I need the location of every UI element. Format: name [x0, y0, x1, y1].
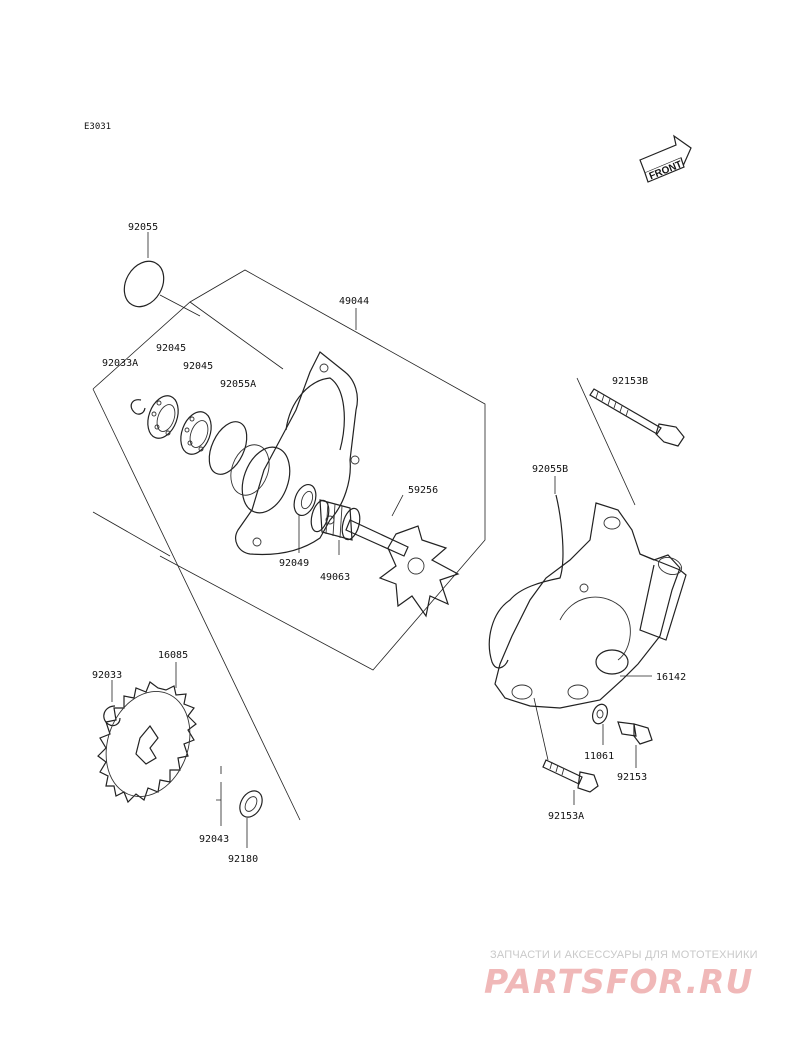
- label-92153B: 92153B: [612, 376, 648, 387]
- watermark-logo: PARTSFOR.RU: [484, 962, 754, 1001]
- impeller-59256: [345, 494, 460, 618]
- washer-11061: [591, 703, 609, 745]
- label-92055A: 92055A: [220, 379, 256, 390]
- washer-92180: [239, 790, 263, 848]
- label-92045-b: 92045: [183, 361, 213, 372]
- front-arrow-icon: FRONT: [639, 134, 692, 183]
- label-92153A: 92153A: [548, 811, 584, 822]
- bolt-92153B: [576, 377, 685, 506]
- label-92043: 92043: [199, 834, 229, 845]
- pump-cover-16142: [494, 502, 687, 761]
- bearing-92045-left: [147, 395, 179, 439]
- circlip-92033A: [130, 399, 146, 415]
- label-16142: 16142: [656, 672, 686, 683]
- pin-92043: [216, 766, 222, 826]
- seal-92049: [293, 483, 317, 553]
- label-92033A: 92033A: [102, 358, 138, 369]
- gasket-92055B: [488, 476, 564, 669]
- o-ring-92055A: [208, 421, 248, 475]
- label-49044: 49044: [339, 296, 369, 307]
- label-92033: 92033: [92, 670, 122, 681]
- mechanical-seal-49063: [310, 499, 361, 555]
- label-92055B: 92055B: [532, 464, 568, 475]
- label-92049: 92049: [279, 558, 309, 569]
- diagram-code: E3031: [84, 122, 111, 132]
- watermark-tagline: ЗАПЧАСТИ И АКСЕССУАРЫ ДЛЯ МОТОТЕХНИКИ: [490, 949, 758, 961]
- assembly-outline: [92, 269, 486, 821]
- circlip-92033: [103, 680, 121, 727]
- gear-16085: [97, 662, 197, 804]
- label-92153: 92153: [617, 772, 647, 783]
- label-92180: 92180: [228, 854, 258, 865]
- label-11061: 11061: [584, 751, 614, 762]
- bolt-92153: [617, 721, 653, 768]
- label-59256: 59256: [408, 485, 438, 496]
- label-92055: 92055: [128, 222, 158, 233]
- label-92045-a: 92045: [156, 343, 186, 354]
- bolt-92153A: [542, 759, 599, 805]
- pump-housing-plate: [230, 351, 360, 556]
- label-16085: 16085: [158, 650, 188, 661]
- label-49063: 49063: [320, 572, 350, 583]
- o-ring-92055: [123, 232, 201, 317]
- bearing-92045-right: [180, 411, 212, 455]
